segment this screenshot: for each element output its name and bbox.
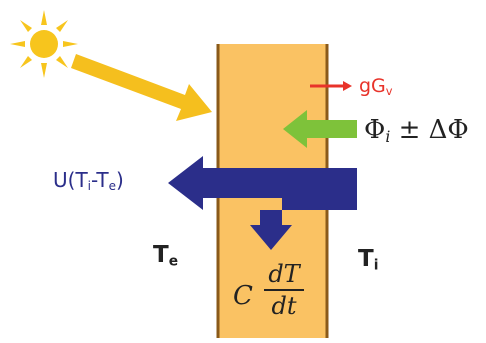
sun-icon: [10, 10, 78, 78]
u-flux-sub1: i: [87, 179, 92, 193]
capacity-coef: C: [233, 281, 253, 311]
te-main: T: [153, 242, 169, 268]
ti-main: T: [358, 246, 374, 272]
ggv-arrow: [310, 81, 352, 91]
te-label: Te: [153, 244, 178, 269]
phi-sub: i: [385, 127, 391, 146]
phi-rest: ± ΔΦ: [390, 115, 469, 145]
capacity-numerator: dT: [268, 260, 300, 288]
heat-loss-arrow: [168, 156, 357, 250]
ggv-main: gG: [359, 75, 386, 97]
u-flux-label: U(Ti-Te): [53, 170, 124, 192]
ggv-label: gGv: [359, 77, 393, 97]
u-flux-pre: U(T: [53, 168, 88, 192]
phi-symbol: Φ: [364, 115, 386, 145]
ti-label: Ti: [358, 248, 378, 273]
phi-label: Φi ± ΔΦ: [364, 117, 469, 145]
ti-sub: i: [373, 257, 379, 274]
u-flux-mid: -T: [91, 168, 109, 192]
u-flux-post: ): [116, 168, 124, 192]
internal-gain-arrow: [283, 110, 357, 148]
ggv-sub: v: [385, 83, 393, 98]
u-flux-sub2: e: [108, 179, 117, 193]
capacity-denominator: dt: [271, 292, 297, 320]
capacity-fraction: dT dt: [262, 260, 306, 320]
solar-radiation-arrow: [71, 54, 212, 121]
te-sub: e: [168, 253, 179, 270]
fraction-bar: [264, 289, 304, 291]
